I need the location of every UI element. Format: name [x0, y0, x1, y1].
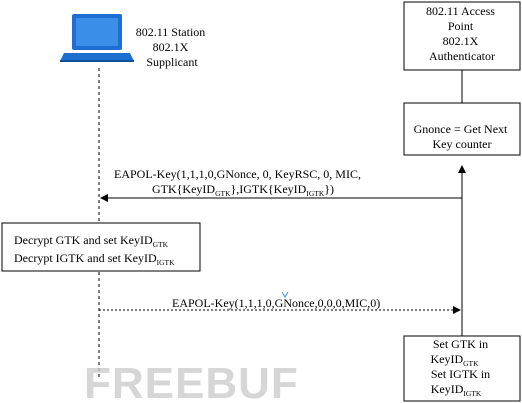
decrypt-label: Decrypt GTK and set KeyIDGTK Decrypt IGT… [14, 233, 175, 267]
message1-line-1: EAPOL-Key(1,1,1,0,GNonce, 0, KeyRSC, 0, … [114, 167, 361, 181]
access-point-label-line-3: 802.1X [443, 34, 479, 48]
set-gtk-box [403, 335, 521, 402]
station-label-line-3: Supplicant [146, 55, 198, 69]
access-point-label-line-1: 802.11 Access [426, 4, 495, 18]
blue-tick-icon [281, 291, 289, 298]
message2-label: EAPOL-Key(1,1,1,0,GNonce,0,0,0,MIC,0) [172, 296, 380, 310]
laptop-icon [60, 14, 134, 62]
gnonce-label-line-2: Key counter [433, 137, 492, 151]
decrypt-label-line-1: Decrypt GTK and set KeyIDGTK [14, 233, 169, 249]
decrypt-label-line-2: Decrypt IGTK and set KeyIDIGTK [14, 251, 175, 267]
access-point-label-line-2: Point [448, 19, 474, 33]
freebuf-watermark: FREEBUF [84, 359, 299, 403]
station-label-line-1: 802.11 Station [136, 25, 206, 39]
gnonce-label-line-1: Gnonce = Get Next [414, 122, 508, 136]
station-label: 802.11 Station 802.1X Supplicant [136, 25, 209, 69]
access-point-label-line-4: Authenticator [429, 49, 495, 63]
set-gtk-line-4: KeyIDIGTK [431, 382, 482, 398]
set-gtk-line-1: Set GTK in [433, 337, 488, 351]
set-gtk-line-2: KeyIDGTK [430, 352, 479, 368]
gnonce-box [403, 102, 521, 156]
gnonce-label: Gnonce = Get Next Key counter [414, 122, 511, 151]
set-gtk-label: Set GTK in KeyIDGTK Set IGTK in KeyIDIGT… [430, 337, 493, 398]
station-label-line-2: 802.1X [153, 40, 189, 54]
access-point-label: 802.11 Access Point 802.1X Authenticator [426, 4, 498, 63]
message1-line-2: GTK{KeyIDGTK},IGTK{KeyIDIGTK}) [152, 182, 334, 198]
access-point-box [403, 1, 521, 71]
decrypt-box [1, 222, 201, 272]
set-gtk-line-3: Set IGTK in [431, 367, 490, 381]
